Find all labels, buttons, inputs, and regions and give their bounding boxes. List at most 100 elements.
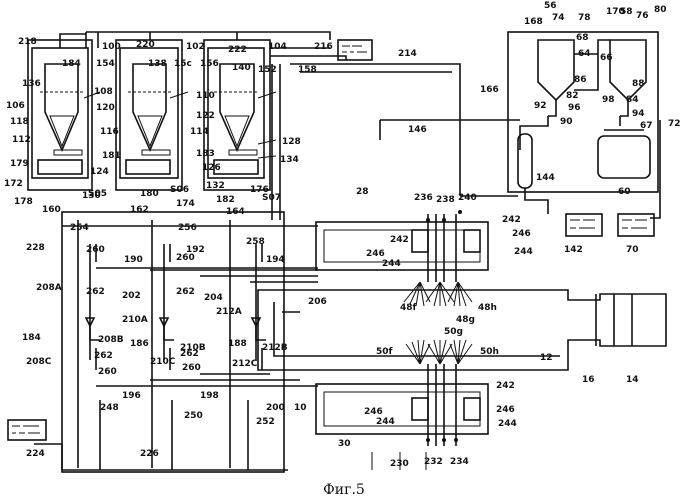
label-262-c: 262 xyxy=(94,351,113,361)
label-178: 178 xyxy=(14,197,33,207)
label-168: 168 xyxy=(524,17,543,27)
label-260-a: 260 xyxy=(86,245,105,255)
label-110: 110 xyxy=(196,91,215,101)
label-174: 174 xyxy=(176,199,195,209)
bus-drops xyxy=(150,32,237,40)
label-146: 146 xyxy=(408,125,427,135)
spray-50g xyxy=(428,340,452,364)
label-216: 216 xyxy=(314,42,333,52)
label-256: 256 xyxy=(178,223,197,233)
unit-28-outer xyxy=(316,222,488,270)
motor-2 xyxy=(126,160,170,174)
label-162: 162 xyxy=(130,205,149,215)
label-66: 66 xyxy=(600,53,613,63)
label-210a: 210A xyxy=(122,315,148,325)
label-202: 202 xyxy=(122,291,141,301)
label-120: 120 xyxy=(96,103,115,113)
wire-218 xyxy=(60,34,86,48)
label-s06: S06 xyxy=(170,185,189,195)
label-56: 56 xyxy=(544,1,557,11)
label-204: 204 xyxy=(204,293,223,303)
label-260-c: 260 xyxy=(98,367,117,377)
label-244-d: 244 xyxy=(498,419,517,429)
machine-rollers xyxy=(596,294,632,346)
label-254: 254 xyxy=(70,223,89,233)
label-242-b: 242 xyxy=(390,235,409,245)
label-181: 181 xyxy=(102,151,121,161)
label-70: 70 xyxy=(626,245,639,255)
weigh-bar-3 xyxy=(229,150,257,155)
label-244-b: 244 xyxy=(514,247,533,257)
label-60: 60 xyxy=(618,187,631,197)
label-179: 179 xyxy=(10,159,29,169)
label-232: 232 xyxy=(424,457,443,467)
weigh-bar-2 xyxy=(142,150,170,155)
label-262-d: 262 xyxy=(180,349,199,359)
label-124: 124 xyxy=(90,167,109,177)
label-198: 198 xyxy=(200,391,219,401)
label-67: 67 xyxy=(640,121,653,131)
label-158: 158 xyxy=(298,65,317,75)
actuator-b xyxy=(464,230,480,252)
label-118: 118 xyxy=(10,117,29,127)
label-84: 84 xyxy=(626,95,639,105)
label-210c: 210C xyxy=(150,357,176,367)
label-246-b: 246 xyxy=(512,229,531,239)
label-184-b: 184 xyxy=(22,333,41,343)
label-116: 116 xyxy=(100,127,119,137)
label-106: 106 xyxy=(6,101,25,111)
label-64: 64 xyxy=(578,49,591,59)
label-156: 156 xyxy=(200,59,219,69)
label-183: 183 xyxy=(196,149,215,159)
label-212c: 212C xyxy=(232,359,258,369)
controller-224-detail xyxy=(12,426,40,433)
label-164: 164 xyxy=(226,207,245,217)
label-214: 214 xyxy=(398,49,417,59)
label-16: 16 xyxy=(582,375,595,385)
label-248: 248 xyxy=(100,403,119,413)
label-244-a: 244 xyxy=(382,259,401,269)
label-252: 252 xyxy=(256,417,275,427)
label-128: 128 xyxy=(282,137,301,147)
label-134: 134 xyxy=(280,155,299,165)
label-246-d: 246 xyxy=(496,405,515,415)
label-96: 96 xyxy=(568,103,581,113)
label-166: 166 xyxy=(480,85,499,95)
hopper-1 xyxy=(45,64,78,150)
spray-48g xyxy=(426,282,454,306)
label-90: 90 xyxy=(560,117,573,127)
label-72: 72 xyxy=(668,119,681,129)
label-238: 238 xyxy=(436,195,455,205)
box-70 xyxy=(618,214,654,236)
machine-inner xyxy=(274,302,560,356)
line-146 xyxy=(290,64,460,196)
leader-b xyxy=(258,140,276,158)
label-206: 206 xyxy=(308,297,327,307)
label-88: 88 xyxy=(632,79,645,89)
label-92: 92 xyxy=(534,101,547,111)
label-132: 132 xyxy=(206,181,225,191)
label-222: 222 xyxy=(228,45,247,55)
label-258: 258 xyxy=(246,237,265,247)
label-184: 184 xyxy=(62,59,81,69)
box-142 xyxy=(566,214,602,236)
label-94: 94 xyxy=(632,109,645,119)
label-s05: S05 xyxy=(88,189,107,199)
hopper-2 xyxy=(133,64,166,150)
label-190: 190 xyxy=(124,255,143,265)
label-262-b: 262 xyxy=(176,287,195,297)
label-196: 196 xyxy=(122,391,141,401)
label-78: 78 xyxy=(578,13,591,23)
label-58: 58 xyxy=(620,7,633,17)
controller-224 xyxy=(8,420,46,440)
bus-top xyxy=(98,32,330,40)
label-242-c: 242 xyxy=(496,381,515,391)
label-15c: 15c xyxy=(174,59,192,69)
label-212a: 212A xyxy=(216,307,242,317)
label-188: 188 xyxy=(228,339,247,349)
label-240: 240 xyxy=(458,193,477,203)
label-154: 154 xyxy=(96,59,115,69)
label-142: 142 xyxy=(564,245,583,255)
label-122: 122 xyxy=(196,111,215,121)
spray-50f xyxy=(406,340,430,364)
